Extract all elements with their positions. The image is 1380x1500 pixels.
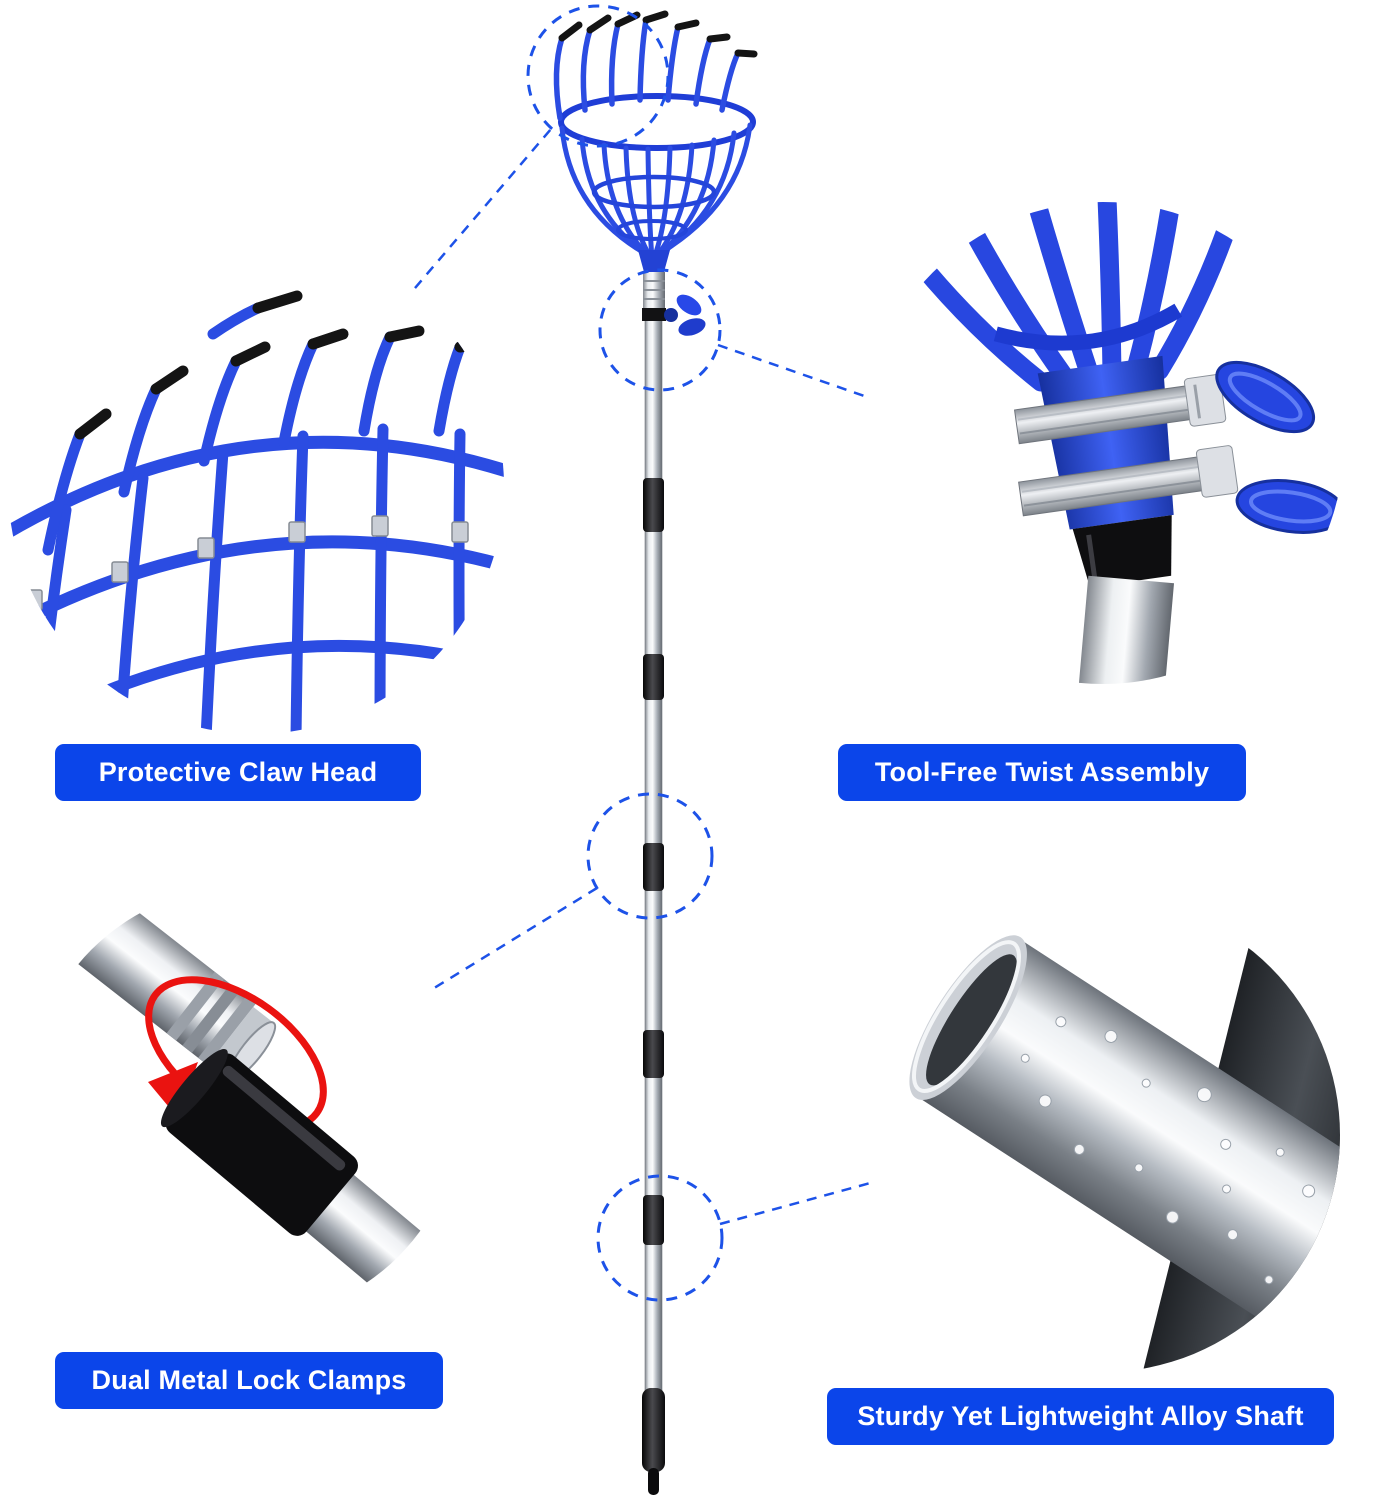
pole-joint-band	[643, 843, 664, 891]
telescopic-pole	[642, 317, 665, 1495]
wing-nut	[676, 294, 702, 316]
leader-line-lock-clamp	[430, 886, 598, 992]
metal-clamp-lower	[1018, 445, 1239, 517]
annotation-dashes	[414, 4, 875, 1302]
dashed-circle-shaft	[596, 1174, 724, 1302]
dashed-circle-claw-head	[526, 4, 670, 148]
leader-line-shaft	[719, 1180, 875, 1226]
feature-label-sturdy-alloy-shaft: Sturdy Yet Lightweight Alloy Shaft	[827, 1388, 1334, 1445]
claw-finger-tips	[558, 10, 758, 58]
wing-nut	[678, 318, 706, 336]
feature-label-dual-metal-lock-clamps: Dual Metal Lock Clamps	[55, 1352, 443, 1409]
feature-label-tool-free-twist-assembly: Tool-Free Twist Assembly	[838, 744, 1246, 801]
claw-head-detail-photo	[8, 238, 504, 734]
alloy-tube	[909, 935, 1340, 1372]
black-collar	[1072, 515, 1172, 588]
pole-joint-band	[643, 1030, 664, 1078]
alloy-shaft-detail-photo	[866, 898, 1340, 1372]
water-droplets	[1020, 1016, 1333, 1300]
twist-assembly-closeup-illustration	[873, 202, 1344, 684]
metal-clamp-upper	[1013, 374, 1227, 445]
dashed-circle-lock-clamp	[586, 792, 714, 920]
twist-assembly-detail-photo	[862, 202, 1344, 684]
pole-grip	[642, 1388, 665, 1472]
claw-head-closeup-illustration	[8, 290, 504, 734]
lower-pole-female-end	[160, 1048, 462, 1320]
wing-nut-lower	[1235, 479, 1344, 534]
claw-basket	[553, 10, 758, 336]
leader-line-twist-assembly	[717, 343, 871, 400]
feature-label-protective-claw-head: Protective Claw Head	[55, 744, 421, 801]
dashed-circle-twist-assembly	[598, 268, 722, 392]
pole-joint-band	[643, 1195, 664, 1245]
upper-pole-male-end	[28, 886, 277, 1080]
pole-section	[1068, 575, 1175, 684]
red-arrow-icon	[148, 1062, 198, 1118]
claw-finger-tips	[74, 290, 493, 440]
wire-clamp-joints	[25, 515, 469, 611]
alloy-shaft-closeup-illustration	[909, 898, 1340, 1372]
wing-nut-upper	[1215, 360, 1316, 434]
lock-clamps-closeup-illustration	[28, 886, 462, 1320]
leader-line-claw-head	[414, 128, 552, 289]
pole-joint-band	[643, 654, 664, 700]
pole-joint-band	[643, 478, 664, 532]
basket-coupling	[638, 250, 706, 336]
pole-end-tip	[648, 1468, 659, 1495]
lock-clamps-detail-photo	[28, 886, 462, 1320]
